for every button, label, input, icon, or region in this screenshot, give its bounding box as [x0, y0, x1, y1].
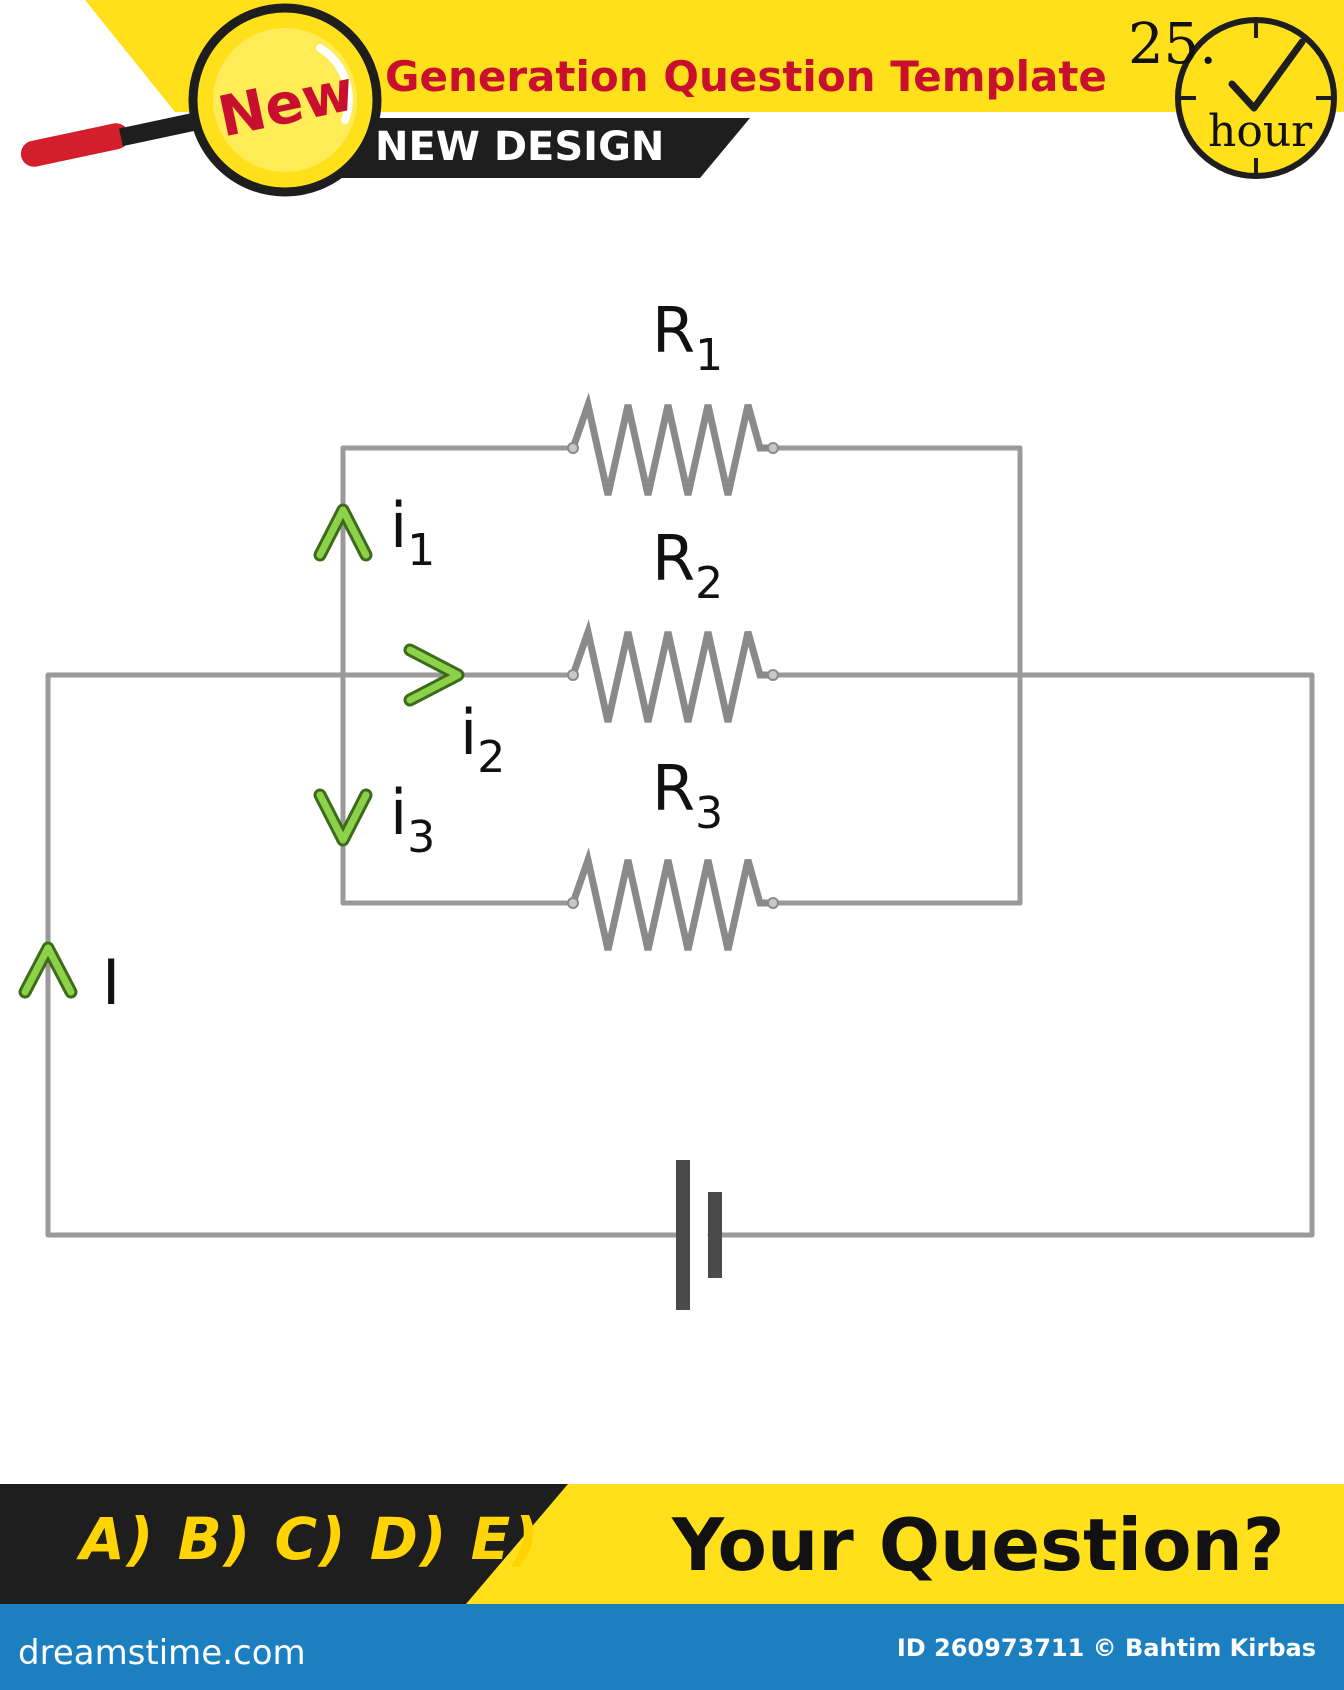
- clock-icon: [1175, 17, 1337, 179]
- answer-choices: A) B) C) D) E): [80, 1505, 541, 1573]
- label-i2: i2: [460, 696, 506, 783]
- resistor-r1: [569, 392, 773, 496]
- resistor-r3: [569, 847, 773, 951]
- label-r3: R3: [652, 752, 724, 839]
- main-wire-right: [707, 672, 1315, 1238]
- arrow-i2-icon: [406, 646, 462, 704]
- header-black-band: [330, 118, 750, 178]
- clock-number: 25.: [1128, 12, 1218, 77]
- label-i1: i1: [390, 489, 436, 576]
- resistor-r2: [569, 619, 773, 723]
- brand-logo: dreamstime.com: [18, 1633, 306, 1673]
- template-title: Generation Question Template: [385, 52, 1107, 101]
- footer-blue-bar: [0, 1604, 1344, 1690]
- design-subtitle: NEW DESIGN: [375, 124, 665, 170]
- image-credit: ID 260973711 © Bahtim Kirbas: [896, 1634, 1316, 1662]
- footer-banner: [0, 1484, 1344, 1690]
- magnifier-icon: [20, 3, 382, 197]
- label-r1: R1: [652, 294, 724, 381]
- main-wire-left: [45, 672, 683, 1238]
- arrow-total-icon: [21, 944, 75, 996]
- checkmark-icon: [1228, 38, 1306, 112]
- battery-icon: [676, 1160, 722, 1310]
- header-banner: [20, 0, 1344, 197]
- footer-black-band: [0, 1484, 568, 1604]
- arrow-i1-icon: [316, 506, 370, 559]
- question-prompt: Your Question?: [672, 1503, 1285, 1587]
- label-total-current: I: [102, 946, 121, 1019]
- clock-unit: hour: [1208, 106, 1313, 157]
- label-r2: R2: [652, 522, 724, 609]
- header-yellow-band: [85, 0, 1344, 112]
- arrow-i3-icon: [316, 791, 370, 844]
- label-i3: i3: [390, 776, 436, 863]
